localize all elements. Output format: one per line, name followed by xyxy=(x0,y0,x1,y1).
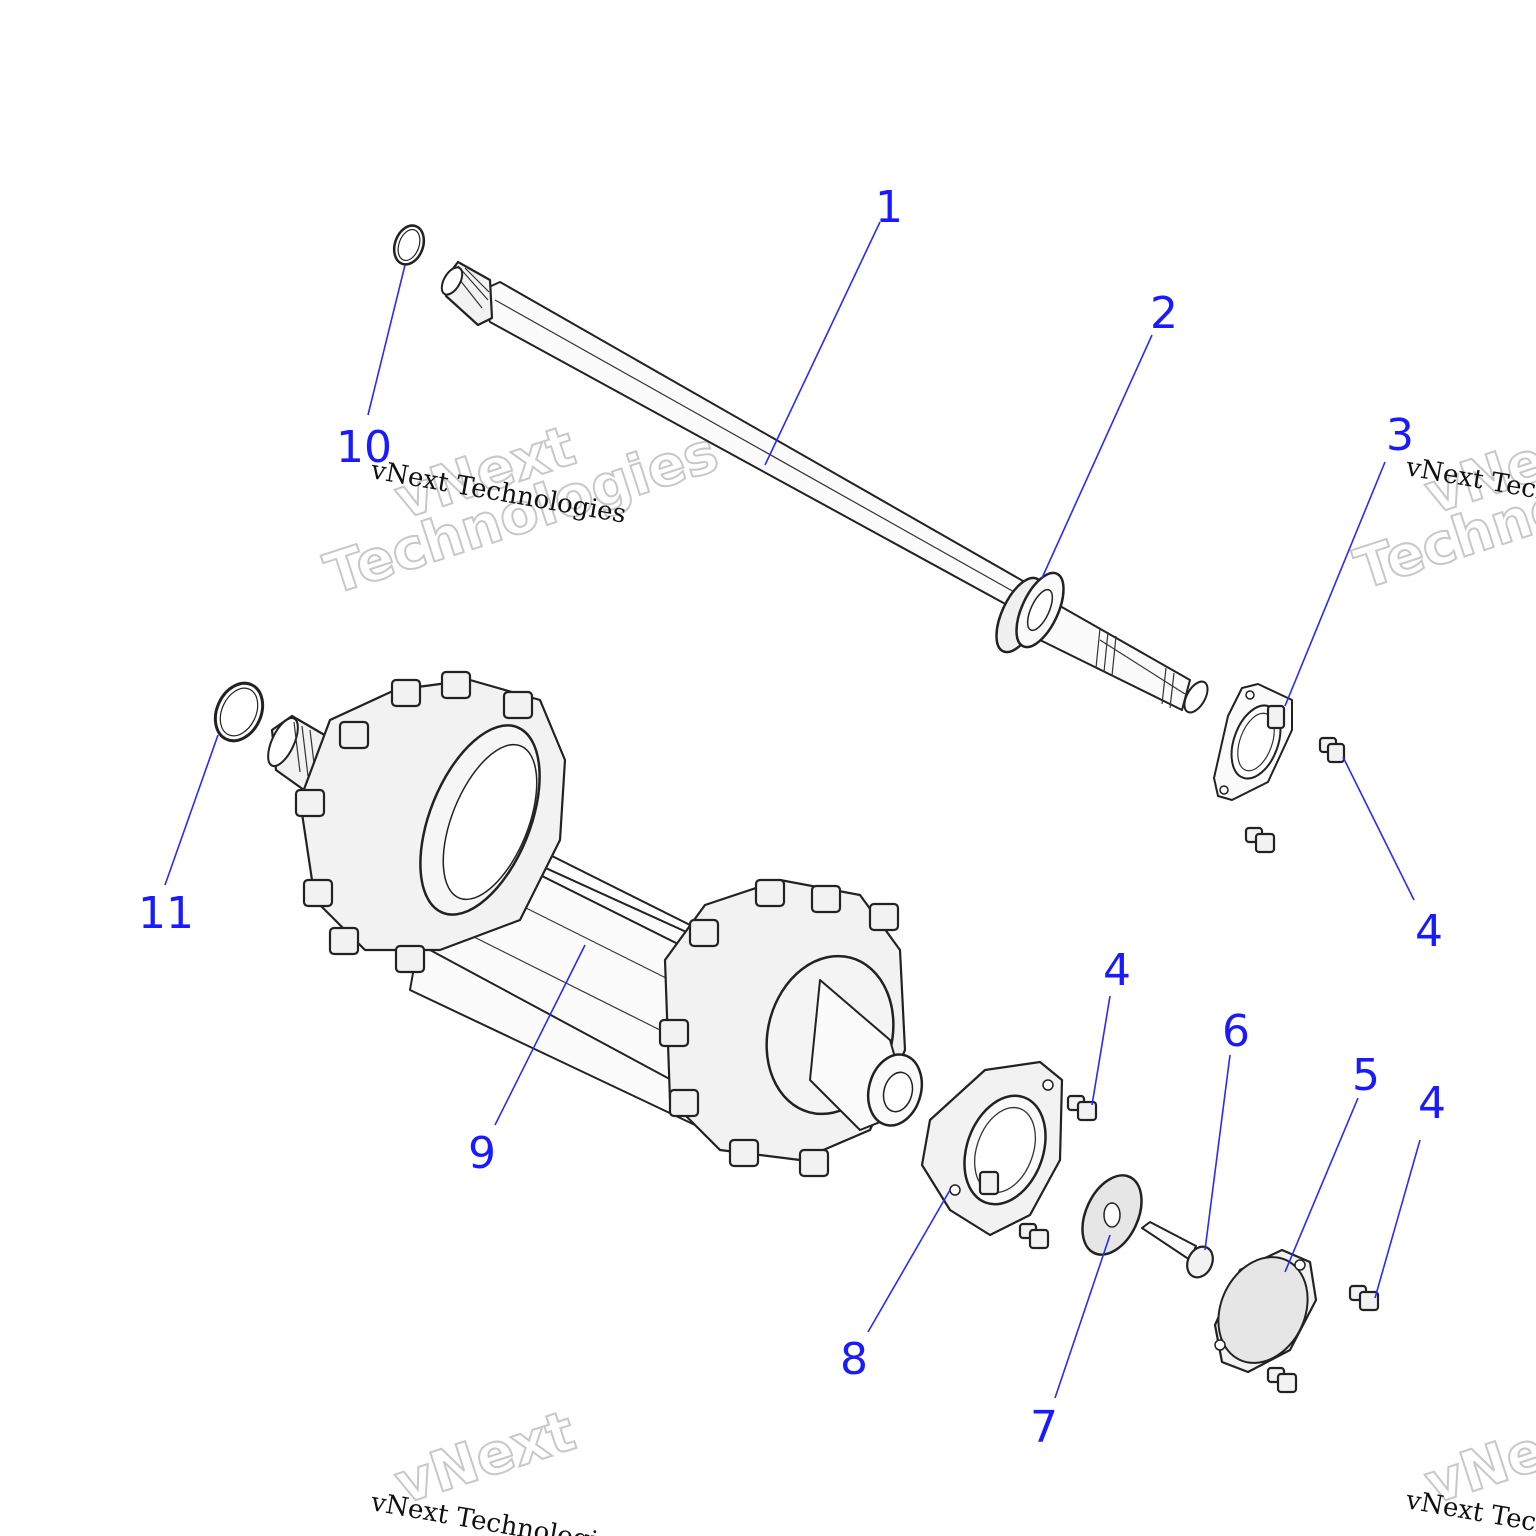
leader-10 xyxy=(367,264,406,416)
bolt xyxy=(1018,1222,1050,1250)
callout-6: 6 xyxy=(1222,1006,1250,1057)
callout-10: 10 xyxy=(336,422,392,473)
bolt xyxy=(1266,1366,1298,1394)
callout-4: 4 xyxy=(1415,906,1443,957)
callout-8: 8 xyxy=(840,1334,868,1385)
sprocket-axle-assembly xyxy=(267,670,924,1178)
leader-lines xyxy=(164,221,1421,1399)
leader-1 xyxy=(764,221,881,466)
bearing-housing xyxy=(920,1060,1064,1237)
leader-8 xyxy=(867,1189,951,1333)
bearing xyxy=(995,571,1065,654)
callout-2: 2 xyxy=(1150,288,1178,339)
callout-7: 7 xyxy=(1030,1402,1058,1453)
leader-11 xyxy=(164,734,219,886)
callout-labels: 1 2 3 4 4 4 5 6 7 8 9 10 11 xyxy=(138,182,1446,1453)
callout-4: 4 xyxy=(1103,945,1131,996)
callout-3: 3 xyxy=(1386,410,1414,461)
washer xyxy=(1081,1174,1143,1256)
leader-4c xyxy=(1374,1139,1421,1299)
leader-9 xyxy=(494,944,586,1126)
callout-5: 5 xyxy=(1352,1050,1380,1101)
flange-bolt xyxy=(1141,1221,1214,1279)
flange-plate xyxy=(1213,683,1293,801)
o-ring-small xyxy=(392,224,426,266)
leader-4b xyxy=(1091,995,1111,1106)
callout-9: 9 xyxy=(468,1128,496,1179)
leader-7 xyxy=(1054,1234,1111,1399)
cap-cover xyxy=(1213,1248,1318,1374)
bolt xyxy=(1318,736,1346,764)
bolt xyxy=(1348,1284,1380,1312)
bolt xyxy=(1066,1094,1098,1122)
callout-4: 4 xyxy=(1418,1078,1446,1129)
bolt xyxy=(1244,826,1276,854)
callout-11: 11 xyxy=(138,888,194,939)
watermark-plain: vNext Technologies xyxy=(368,1487,629,1536)
o-ring-large xyxy=(213,681,265,743)
leader-4a xyxy=(1342,756,1415,901)
callout-1: 1 xyxy=(875,182,903,233)
leader-6 xyxy=(1204,1054,1231,1251)
leader-2 xyxy=(1041,334,1153,579)
leader-3 xyxy=(1284,461,1386,707)
leader-5 xyxy=(1284,1097,1359,1273)
